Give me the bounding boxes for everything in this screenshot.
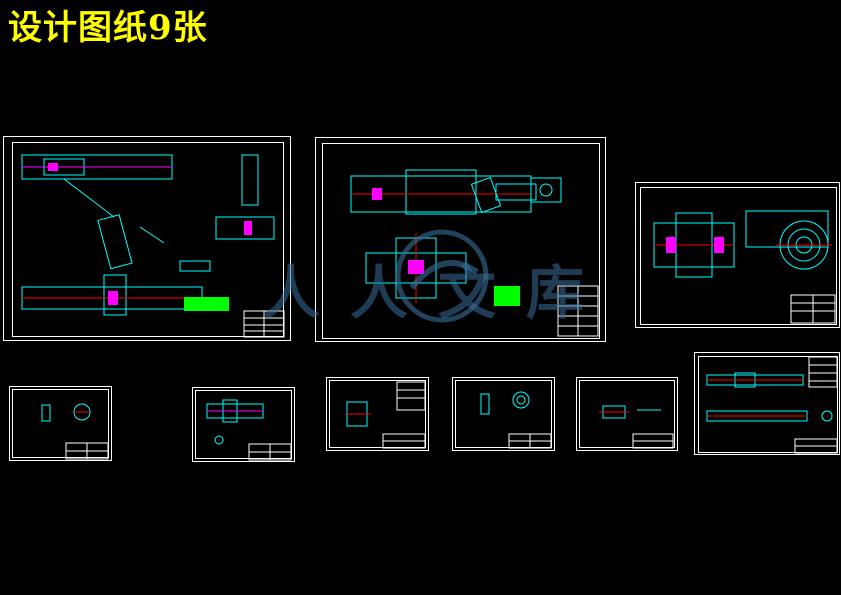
page-title: 设计图纸9张 bbox=[8, 8, 208, 48]
part-1-drawing bbox=[41, 403, 109, 460]
drawing-sheet-part-5[interactable] bbox=[576, 377, 678, 451]
drawing-sheet-shaft[interactable] bbox=[694, 352, 840, 455]
shaft-drawing bbox=[706, 356, 838, 454]
drawing-sheet-assembly-1[interactable] bbox=[3, 136, 291, 341]
assembly-2-drawing bbox=[350, 169, 599, 337]
drawing-sheet-part-3[interactable] bbox=[326, 377, 429, 451]
drawing-sheet-assembly-3[interactable] bbox=[635, 182, 840, 328]
part-3-drawing bbox=[345, 381, 426, 449]
drawing-sheet-part-1[interactable] bbox=[9, 386, 112, 461]
drawing-sheet-part-2[interactable] bbox=[192, 387, 295, 462]
drawing-sheet-part-4[interactable] bbox=[452, 377, 555, 451]
assembly-1-drawing bbox=[21, 154, 285, 338]
part-4-drawing bbox=[480, 391, 552, 449]
part-5-drawing bbox=[599, 405, 674, 449]
part-2-drawing bbox=[206, 399, 292, 461]
drawing-sheet-assembly-2[interactable] bbox=[315, 137, 606, 342]
assembly-3-drawing bbox=[653, 210, 836, 324]
